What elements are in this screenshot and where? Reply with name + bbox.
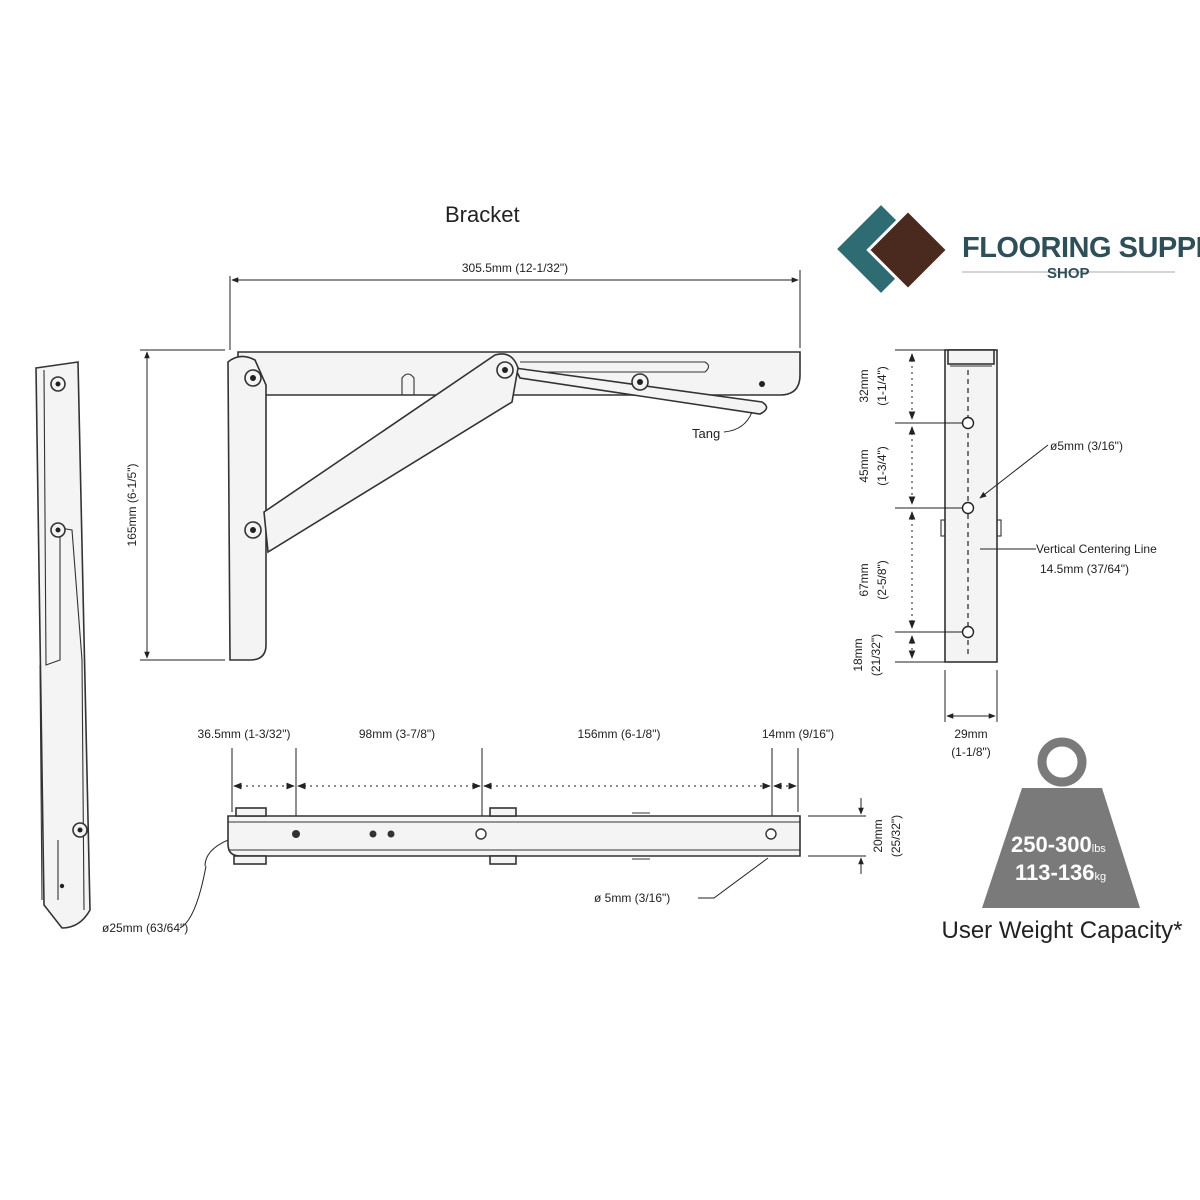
center-label-1: Vertical Centering Line bbox=[1036, 542, 1157, 556]
side-width-label: 305.5mm (12-1/32") bbox=[462, 261, 568, 275]
side-height-label: 165mm (6-1/5") bbox=[125, 464, 139, 547]
weight-ring-icon bbox=[1037, 737, 1087, 787]
side-view: 305.5mm (12-1/32") 165mm (6-1/5") Tang bbox=[125, 261, 801, 661]
top-view: 36.5mm (1-3/32") 98mm (3-7/8") 156mm (6-… bbox=[102, 727, 903, 935]
top-seg3-label: 156mm (6-1/8") bbox=[578, 727, 661, 741]
svg-text:113-136kg: 113-136kg bbox=[1015, 860, 1106, 885]
weight-icon bbox=[982, 788, 1140, 908]
svg-text:250-300lbs: 250-300lbs bbox=[1011, 832, 1106, 857]
capacity-kg-unit: kg bbox=[1095, 871, 1107, 883]
end-d3-in: (2-5/8") bbox=[875, 560, 889, 600]
end-d2-mm: 45mm bbox=[857, 449, 871, 482]
logo-brown-diamond bbox=[866, 208, 950, 292]
capacity-kg-value: 113-136 bbox=[1015, 860, 1095, 885]
end-view: 32mm (1-1/4") 45mm (1-3/4") 67mm (2-5/8"… bbox=[851, 349, 1157, 759]
top-height-in: (25/32") bbox=[889, 815, 903, 857]
brand-logo: FLOORING SUPPLY SHOP bbox=[837, 205, 1200, 293]
end-width-in: (1-1/8") bbox=[951, 745, 991, 759]
center-label-2: 14.5mm (37/64") bbox=[1040, 562, 1129, 576]
end-d3-mm: 67mm bbox=[857, 563, 871, 596]
folded-view bbox=[35, 361, 91, 929]
diagram-title: Bracket bbox=[445, 202, 520, 227]
capacity-lbs-unit: lbs bbox=[1092, 843, 1107, 855]
end-d4-in: (21/32") bbox=[869, 634, 883, 676]
top-seg4-label: 14mm (9/16") bbox=[762, 727, 834, 741]
end-d1-in: (1-1/4") bbox=[875, 366, 889, 406]
top-seg2-label: 98mm (3-7/8") bbox=[359, 727, 435, 741]
capacity-lbs-value: 250-300 bbox=[1011, 832, 1092, 857]
top-seg1-label: 36.5mm (1-3/32") bbox=[198, 727, 291, 741]
capacity-caption: User Weight Capacity* bbox=[942, 917, 1183, 944]
tang-label: Tang bbox=[692, 426, 720, 441]
end-d1-mm: 32mm bbox=[857, 369, 871, 402]
weight-capacity: 250-300lbs 113-136kg User Weight Capacit… bbox=[942, 737, 1183, 944]
brand-name: FLOORING SUPPLY bbox=[962, 232, 1200, 264]
top-hole-label: ø 5mm (3/16") bbox=[594, 891, 670, 905]
end-width-mm: 29mm bbox=[954, 727, 987, 741]
end-d4-mm: 18mm bbox=[851, 638, 865, 671]
top-pin-label: ø25mm (63/64") bbox=[102, 921, 188, 935]
end-hole-label: ø5mm (3/16") bbox=[1050, 439, 1123, 453]
end-d2-in: (1-3/4") bbox=[875, 446, 889, 486]
brand-sub: SHOP bbox=[1047, 265, 1090, 282]
top-height-mm: 20mm bbox=[871, 819, 885, 852]
